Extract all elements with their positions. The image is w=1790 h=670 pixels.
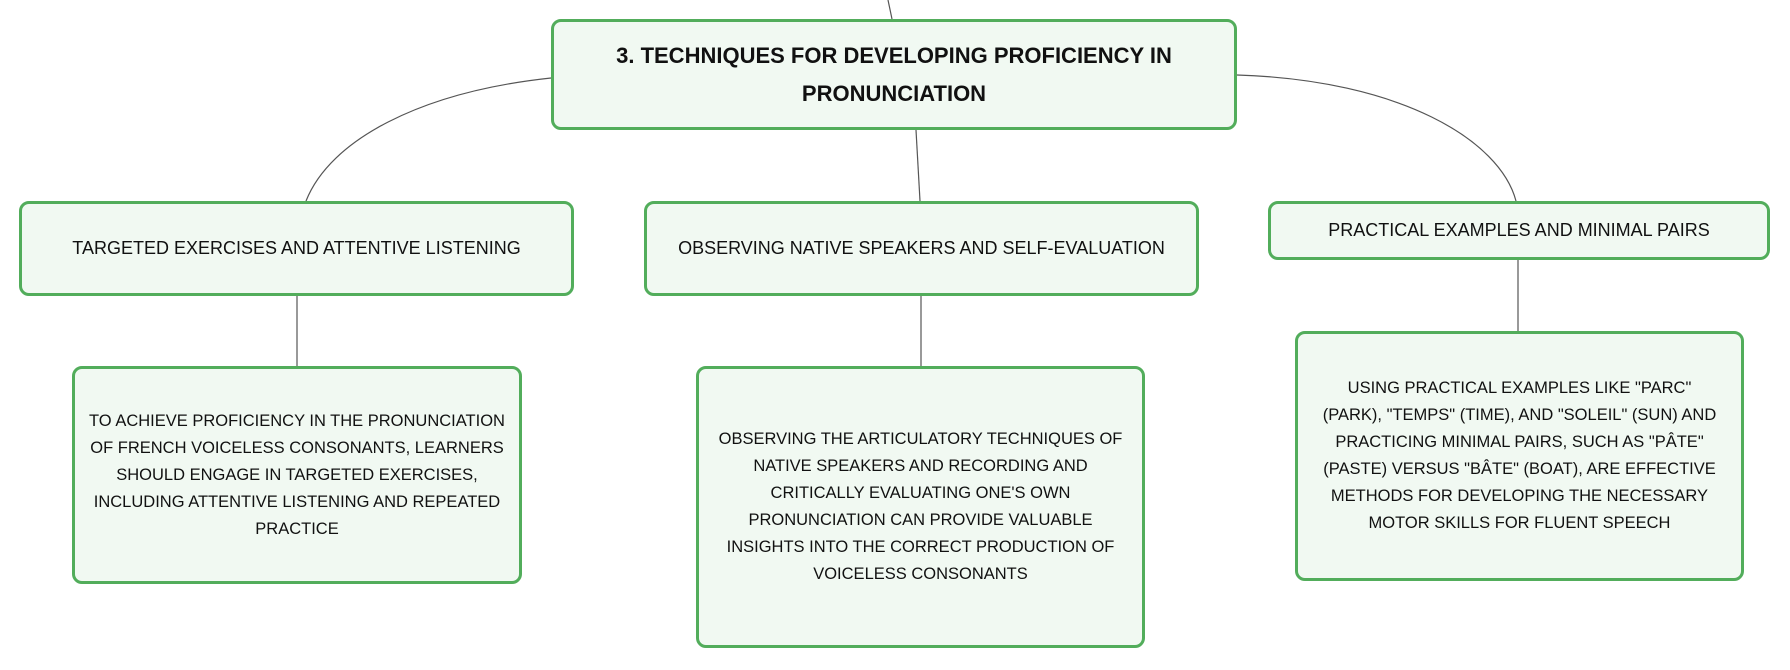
branch-node-practical-examples[interactable]: PRACTICAL EXAMPLES AND MINIMAL PAIRS — [1268, 201, 1770, 260]
root-node[interactable]: 3. TECHNIQUES FOR DEVELOPING PROFICIENCY… — [551, 19, 1237, 130]
detail-node-targeted-exercises[interactable]: TO ACHIEVE PROFICIENCY IN THE PRONUNCIAT… — [72, 366, 522, 584]
connector-root-branch-2 — [915, 129, 921, 202]
branch-node-targeted-exercises[interactable]: TARGETED EXERCISES AND ATTENTIVE LISTENI… — [19, 201, 574, 296]
detail-text: OBSERVING THE ARTICULATORY TECHNIQUES OF… — [718, 430, 1123, 583]
detail-node-observing-native-speakers[interactable]: OBSERVING THE ARTICULATORY TECHNIQUES OF… — [696, 366, 1145, 648]
detail-node-practical-examples[interactable]: USING PRACTICAL EXAMPLES LIKE "PARC" (PA… — [1295, 331, 1744, 581]
branch-label: TARGETED EXERCISES AND ATTENTIVE LISTENI… — [72, 238, 521, 258]
branch-label: OBSERVING NATIVE SPEAKERS AND SELF-EVALU… — [678, 238, 1165, 258]
detail-text: TO ACHIEVE PROFICIENCY IN THE PRONUNCIAT… — [89, 411, 505, 538]
root-title: 3. TECHNIQUES FOR DEVELOPING PROFICIENCY… — [616, 42, 1172, 106]
detail-text: USING PRACTICAL EXAMPLES LIKE "PARC" (PA… — [1322, 379, 1717, 532]
branch-label: PRACTICAL EXAMPLES AND MINIMAL PAIRS — [1328, 220, 1710, 240]
connector-root-branch-1 — [305, 77, 552, 202]
branch-node-observing-native-speakers[interactable]: OBSERVING NATIVE SPEAKERS AND SELF-EVALU… — [644, 201, 1199, 296]
connector-root-branch-3 — [1236, 74, 1517, 202]
parent-connector — [887, 0, 893, 20]
